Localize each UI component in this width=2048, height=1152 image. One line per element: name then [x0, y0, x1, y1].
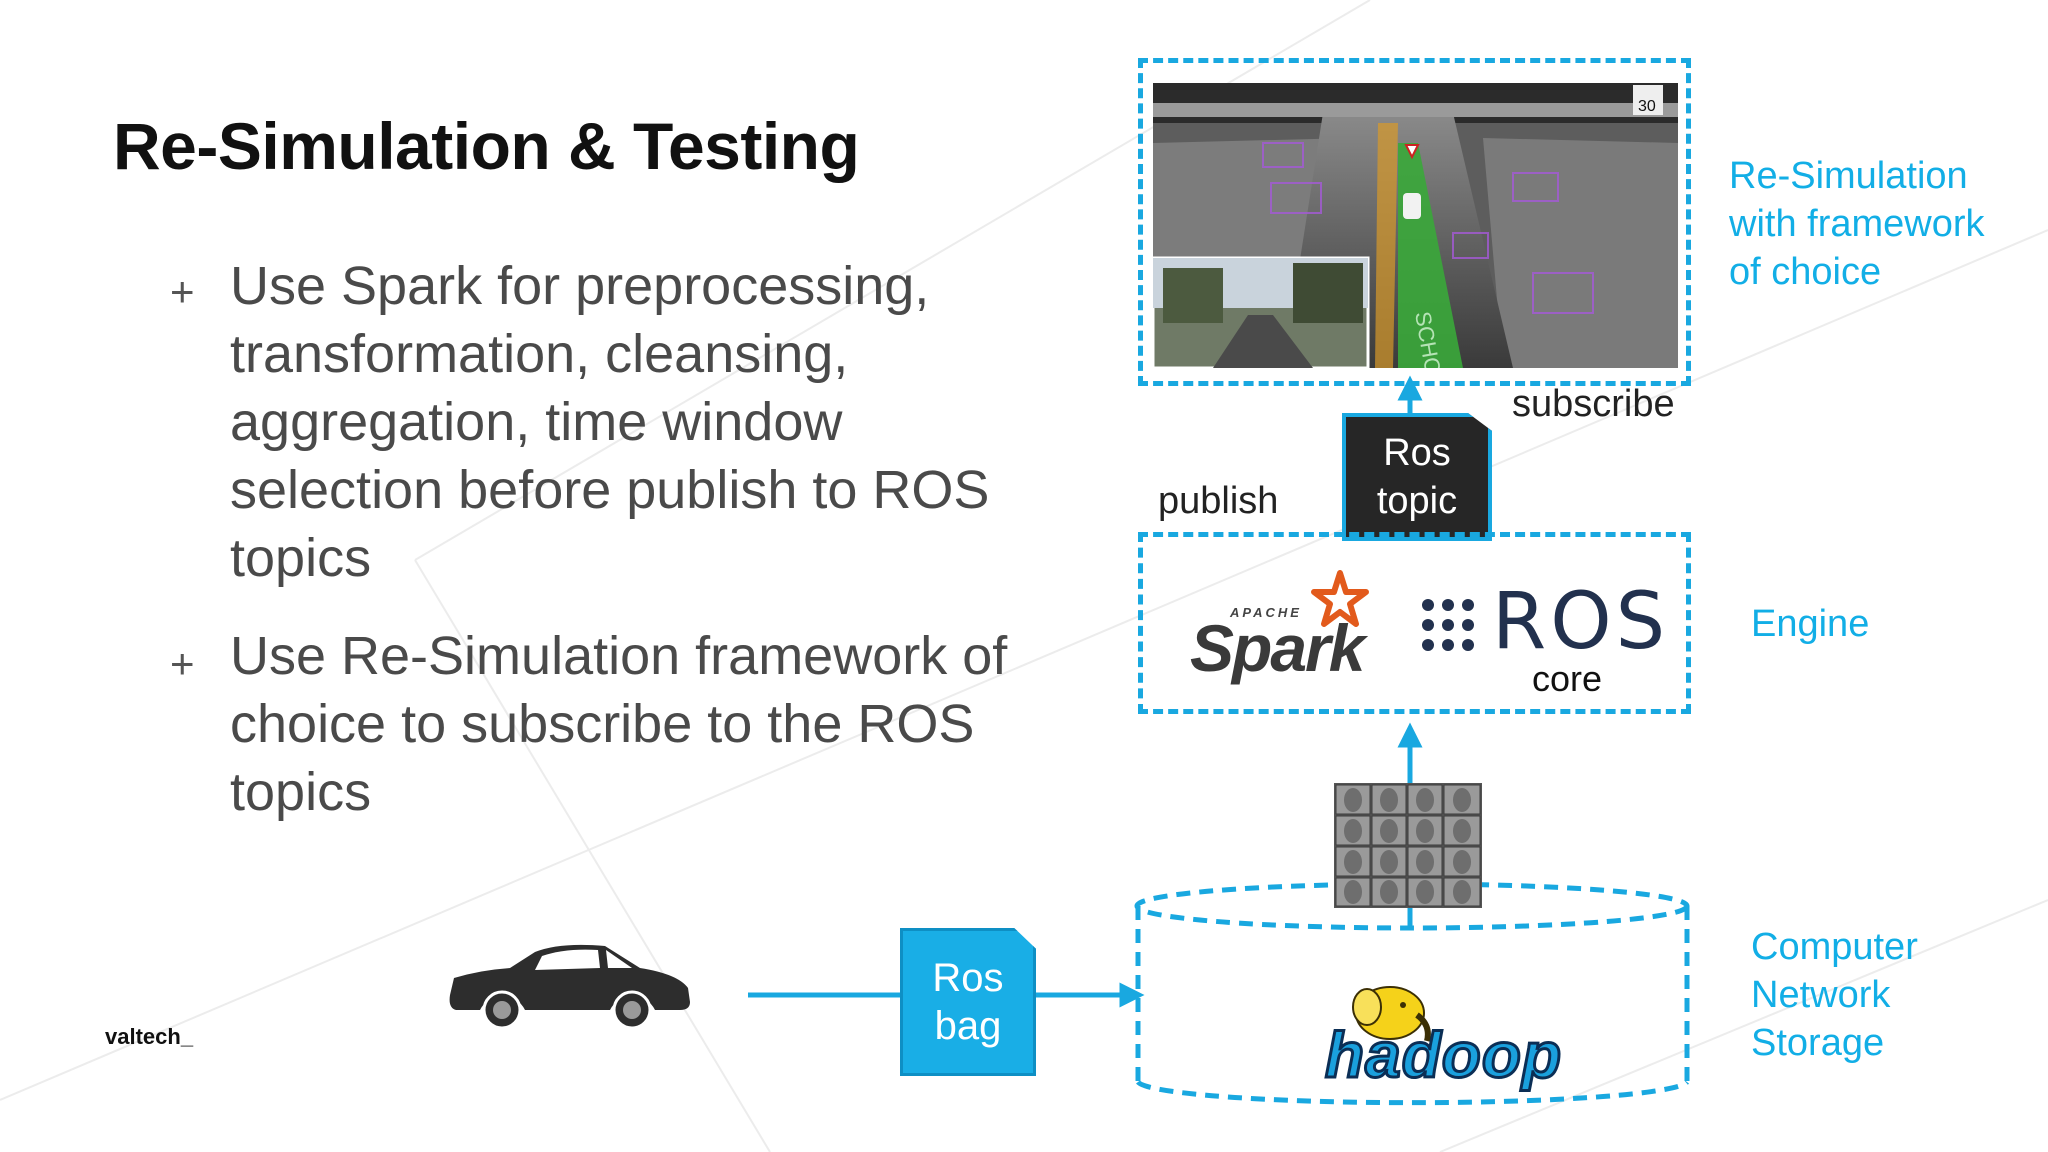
spark-star-icon [1311, 570, 1369, 627]
engine-label: Engine [1751, 603, 1870, 645]
spark-apache-text: APACHE [1230, 605, 1302, 620]
ros-bag-line1: Ros [932, 956, 1004, 1000]
bullet-marker: + [170, 268, 195, 315]
subscribe-label: subscribe [1512, 383, 1675, 425]
spark-logo: APACHE Spark [1190, 570, 1380, 685]
hadoop-elephant-icon [1352, 986, 1431, 1042]
ros-bag-box: Ros bag [900, 928, 1036, 1076]
simulation-screenshot: SCHOOL 30 [1153, 83, 1678, 368]
slide-title: Re-Simulation & Testing [113, 109, 860, 183]
spark-word: Spark [1190, 611, 1365, 685]
hadoop-word: hadoop [1323, 1018, 1563, 1093]
ros-dots-icon [1422, 599, 1474, 651]
ros-bag-line2: bag [934, 1004, 1002, 1048]
ros-topic-line2: topic [1376, 480, 1458, 522]
ros-topic-box: Ros topic [1342, 413, 1492, 541]
car-icon [449, 944, 690, 1030]
engine-box [1138, 532, 1691, 714]
speed-sign-text: 30 [1638, 98, 1656, 115]
valtech-logo: valtech_ [105, 1024, 194, 1049]
publish-label: publish [1158, 480, 1279, 522]
ros-core-label: core [1532, 658, 1603, 699]
ros-topic-line1: Ros [1383, 432, 1451, 474]
image-data-grid [1334, 783, 1482, 908]
bullet-text-1: Use Spark for preprocessing, transformat… [230, 256, 990, 588]
sim-label: Re-Simulation with framework of choice [1729, 155, 1985, 293]
bullet-text-2: Use Re-Simulation framework of choice to… [230, 626, 1008, 822]
simulation-box [1138, 58, 1691, 386]
storage-label: Computer Network Storage [1751, 926, 1918, 1064]
ros-logo: ROS [1420, 577, 1665, 695]
ros-word: ROS [1492, 577, 1670, 667]
bullet-marker: + [170, 640, 195, 687]
